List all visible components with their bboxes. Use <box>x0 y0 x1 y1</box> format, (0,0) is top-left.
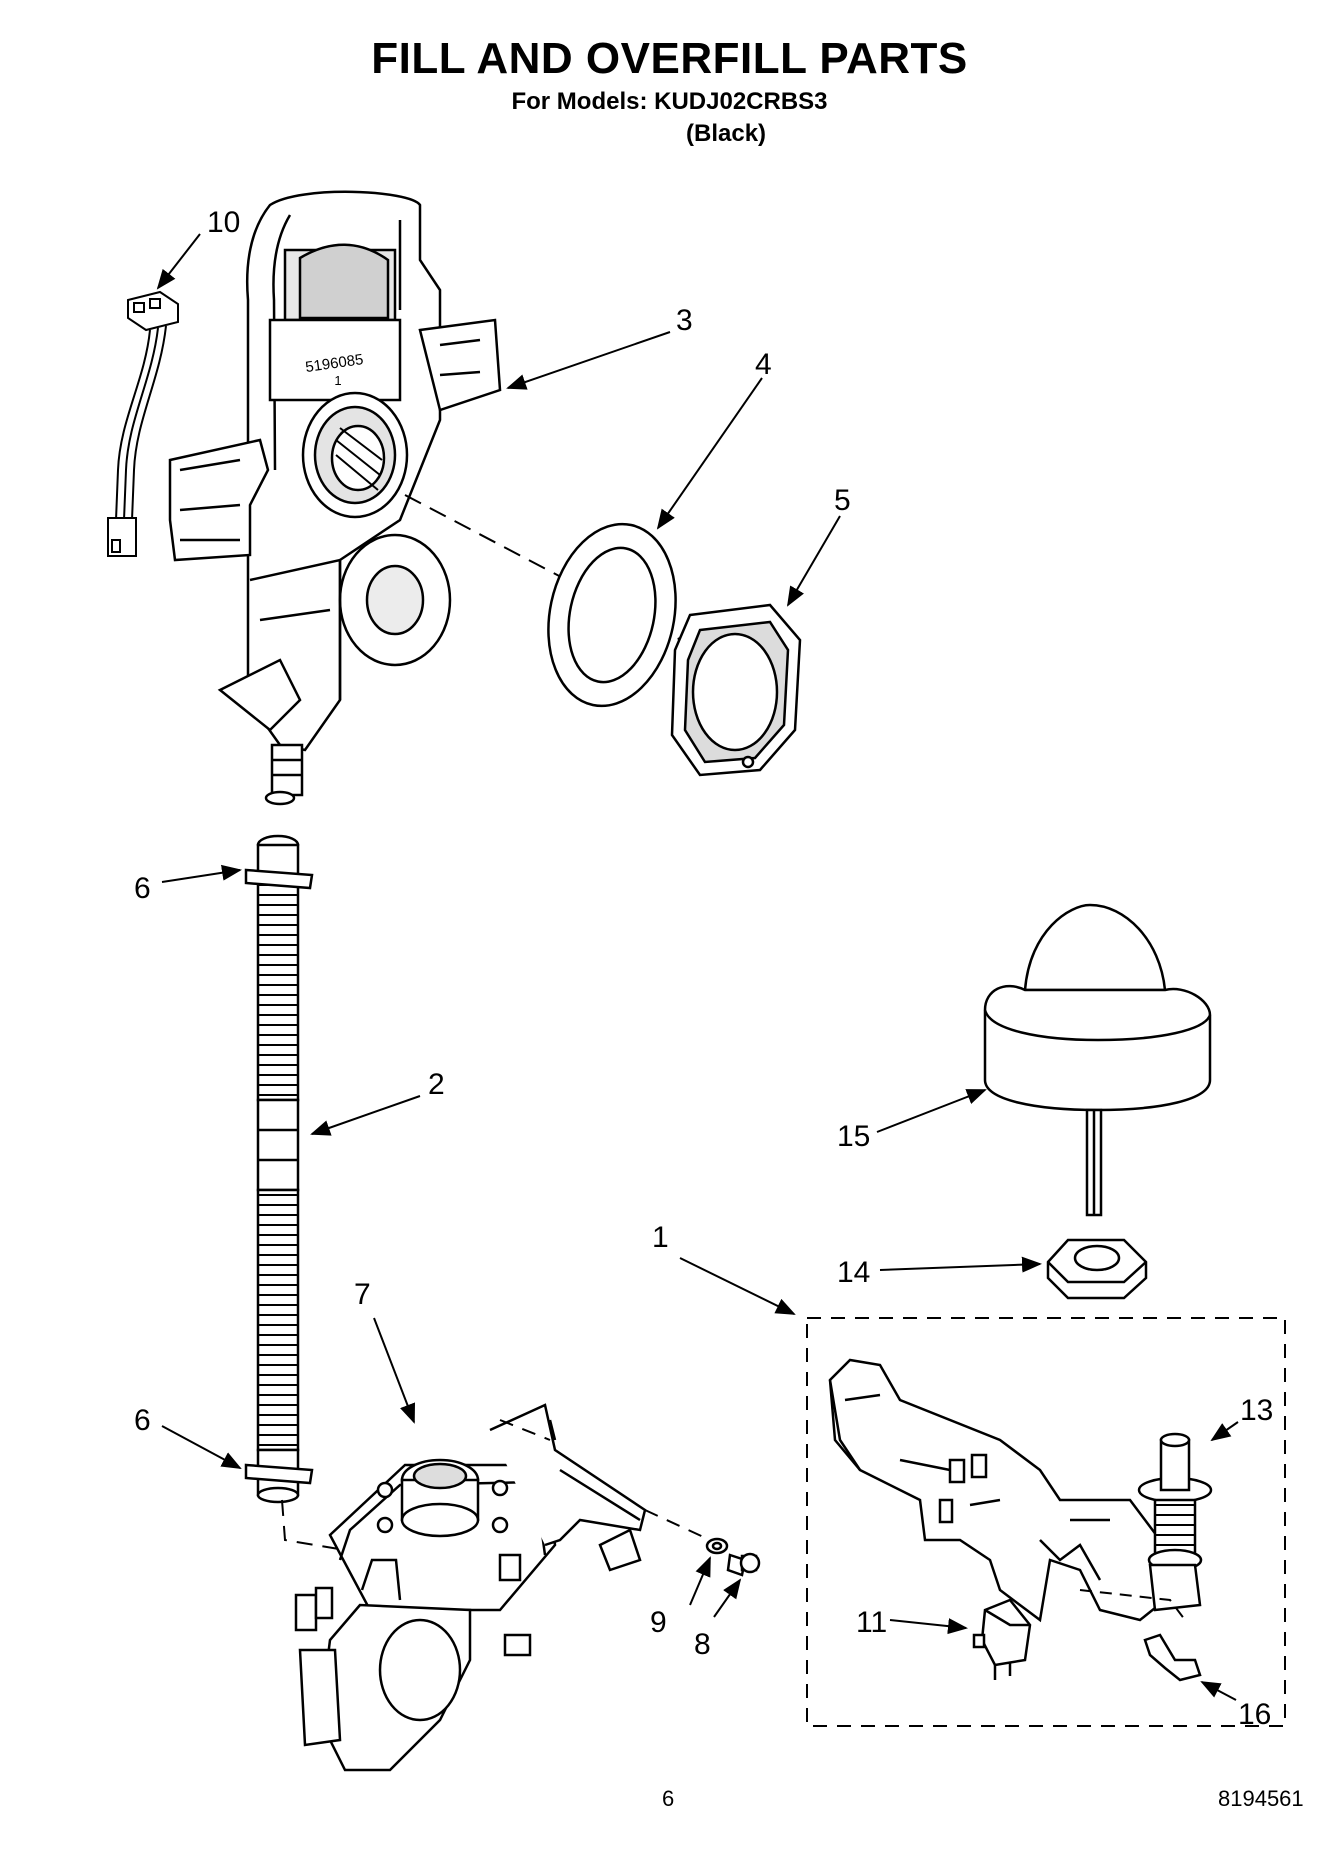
leader-7 <box>373 1317 416 1424</box>
leader-8 <box>713 1578 742 1618</box>
leader-11 <box>889 1618 968 1635</box>
leader-6b <box>161 1425 242 1469</box>
lever-link <box>1079 1589 1186 1621</box>
leader-9 <box>689 1556 711 1606</box>
microswitch-part <box>972 1598 1032 1680</box>
document-number: 8194561 <box>1218 1786 1304 1811</box>
leader-lines <box>156 233 1239 1701</box>
washer-part <box>705 1537 729 1555</box>
models-line: For Models: KUDJ02CRBS3 <box>511 88 828 115</box>
lever-part <box>1143 1633 1202 1682</box>
callout-5: 5 <box>834 484 851 517</box>
float-switch-bracket-part <box>828 1358 1213 1623</box>
callout-3: 3 <box>676 304 693 337</box>
float-part <box>983 903 1212 1217</box>
page-number: 6 <box>662 1786 675 1811</box>
leader-10 <box>156 233 201 290</box>
leader-16 <box>1200 1681 1237 1701</box>
switch-assembly-box <box>806 1317 1286 1727</box>
callout-4: 4 <box>755 348 772 381</box>
leader-4 <box>656 377 763 530</box>
callout-13: 13 <box>1240 1394 1273 1427</box>
gasket-part <box>547 522 677 708</box>
hose-clamp-lower <box>244 1463 314 1485</box>
callout-14: 14 <box>837 1256 870 1289</box>
valve-screw-link <box>499 1419 711 1541</box>
leader-3 <box>506 331 671 390</box>
leader-1 <box>679 1257 796 1315</box>
hex-nut-part <box>1046 1238 1148 1300</box>
cap-part <box>670 603 802 777</box>
leader-15 <box>876 1089 987 1133</box>
leader-14 <box>879 1256 1042 1273</box>
page-title: FILL AND OVERFILL PARTS <box>371 34 968 83</box>
housing-stamp-digit: 1 <box>334 373 341 388</box>
callout-15: 15 <box>837 1120 870 1153</box>
callout-7: 7 <box>354 1278 371 1311</box>
vent-housing-part: 5196085 1 <box>168 190 502 797</box>
callout-6-lower: 6 <box>134 1404 151 1437</box>
screw-part <box>726 1552 761 1577</box>
callout-6-upper: 6 <box>134 872 151 905</box>
leader-6a <box>161 864 242 883</box>
leader-5 <box>786 515 841 607</box>
color-variant: (Black) <box>686 120 767 147</box>
callout-9: 9 <box>650 1606 667 1639</box>
leader-2 <box>310 1095 421 1136</box>
callout-2: 2 <box>428 1068 445 1101</box>
leader-13 <box>1210 1421 1239 1442</box>
callout-10: 10 <box>207 206 240 239</box>
callout-11: 11 <box>856 1606 887 1639</box>
fill-hose-part <box>244 790 314 1504</box>
hose-valve-link <box>281 1499 346 1551</box>
callout-8: 8 <box>694 1628 711 1661</box>
hose-clamp-upper <box>244 868 314 890</box>
water-valve-part <box>294 1403 647 1772</box>
callout-1: 1 <box>652 1221 669 1254</box>
wire-harness-part <box>107 290 179 557</box>
callout-16: 16 <box>1238 1698 1271 1731</box>
